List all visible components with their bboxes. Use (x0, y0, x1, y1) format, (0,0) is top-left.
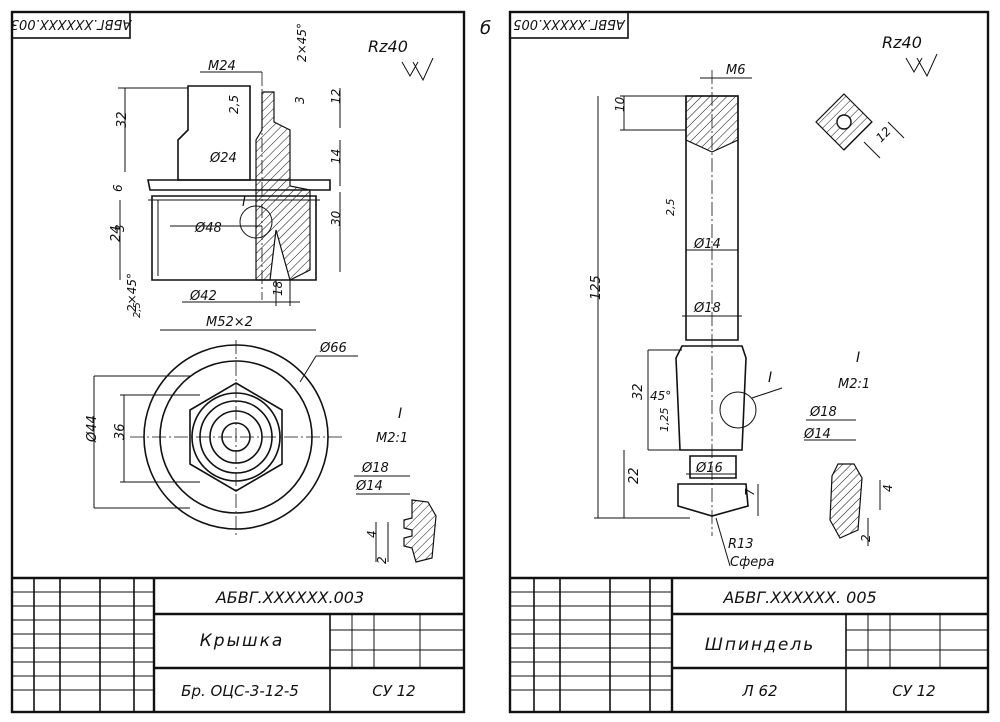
left-tb-class: СУ 12 (372, 682, 415, 700)
left-sheet: АБВГ.XXXXXX.003 Rz40 (10, 10, 466, 714)
left-section-hatch (255, 91, 311, 281)
left-dim-3b: 3 (113, 224, 127, 232)
left-dim-phi42: Ø42 (189, 289, 217, 304)
right-roughness: Rz40 (882, 33, 922, 52)
left-roughness-symbol (401, 57, 434, 82)
right-dim-32: 32 (631, 383, 646, 400)
left-stamp-box (11, 11, 131, 39)
left-stamp-code: АБВГ.XXXXXX.003 (11, 16, 133, 31)
right-dim-phi18: Ø18 (693, 301, 721, 316)
left-detail-4: 4 (365, 530, 379, 538)
left-detail-phi14: Ø14 (355, 479, 383, 494)
left-tb-code: АБВГ.XXXXXX.003 (215, 588, 364, 607)
left-dim-14: 14 (329, 149, 343, 164)
right-detail-ref: I (768, 370, 772, 386)
right-detail-scale: M2:1 (838, 377, 870, 392)
left-dim-24: 24 (109, 225, 124, 242)
left-detail-title: I (398, 406, 402, 422)
right-dim-r25: 2,5 (664, 199, 677, 217)
right-spindle (675, 70, 783, 536)
right-dims (594, 77, 759, 567)
right-tb-code: АБВГ.XXXXXX. 005 (722, 588, 876, 607)
left-dim-m24: M24 (208, 59, 236, 74)
right-dim-r125: 1,25 (658, 408, 671, 433)
left-dim-36: 36 (113, 423, 128, 440)
right-dim-125: 125 (589, 275, 604, 300)
left-tb-name: Крышка (200, 631, 285, 651)
right-dim-12: 12 (873, 124, 894, 145)
right-tb-name: Шпиндель (705, 635, 816, 655)
right-stamp-code: АБВГ.XXXXX.005 (513, 16, 626, 31)
right-dim-phi14: Ø14 (693, 237, 721, 252)
left-detail-2: 2 (375, 556, 389, 564)
left-top-view (93, 340, 358, 538)
right-detail-title: I (856, 350, 860, 366)
right-detail-phi14: Ø14 (803, 427, 831, 442)
left-front-view (147, 72, 331, 300)
right-roughness-symbol (905, 53, 938, 78)
right-detail-4: 4 (881, 484, 895, 492)
right-tb-material: Л 62 (741, 682, 777, 700)
left-dim-r25: 2,5 (227, 95, 241, 114)
right-dim-45: 45° (650, 389, 671, 403)
left-dim-30: 30 (329, 210, 343, 226)
left-front-dims (118, 71, 341, 331)
left-dim-3: 3 (293, 96, 307, 104)
left-dim-phi48: Ø48 (194, 221, 222, 236)
right-detail-2: 2 (859, 534, 873, 542)
right-dim-22: 22 (627, 467, 642, 484)
right-square-section (815, 93, 905, 159)
right-detail-view (804, 419, 881, 546)
right-detail-phi18: Ø18 (809, 405, 837, 420)
left-dim-18: 18 (271, 280, 285, 296)
left-detail-scale: M2:1 (376, 431, 408, 446)
left-tb-material: Бр. ОЦС-3-12-5 (181, 682, 299, 700)
right-title-block (510, 576, 988, 712)
right-stamp-box (509, 11, 629, 39)
left-dim-phi24: Ø24 (209, 151, 237, 166)
sheet-marker: б (480, 18, 491, 39)
left-dim-chamfer-bottom: 2×45° (125, 273, 139, 312)
left-dim-m52: M52×2 (206, 315, 253, 330)
left-dim-chamfer-top: 2×45° (295, 23, 309, 62)
right-dim-r13: R13 (728, 537, 754, 552)
left-detail-ref: I (242, 195, 246, 210)
right-sheet: АБВГ.XXXXX.005 Rz40 (508, 10, 990, 714)
right-tb-class: СУ 12 (892, 682, 935, 700)
right-dim-m6: M6 (726, 63, 746, 78)
right-dim-phi16: Ø16 (695, 461, 723, 476)
left-roughness: Rz40 (368, 37, 408, 56)
left-detail-phi18: Ø18 (361, 461, 389, 476)
left-dim-r25b: 2,5 (132, 302, 143, 318)
right-frame (508, 10, 990, 714)
left-dim-32: 32 (115, 111, 130, 128)
left-frame (10, 10, 466, 714)
right-dim-10: 10 (613, 96, 627, 112)
left-detail-circle (239, 205, 273, 239)
left-dim-6: 6 (111, 184, 125, 192)
right-dim-7: 7 (743, 488, 757, 496)
left-detail-view (354, 475, 437, 563)
left-dim-phi66: Ø66 (319, 341, 347, 356)
left-title-block (12, 576, 464, 712)
left-dim-phi44: Ø44 (85, 415, 100, 443)
right-dim-sphere: Сфера (730, 555, 774, 570)
left-dim-12: 12 (329, 89, 343, 104)
